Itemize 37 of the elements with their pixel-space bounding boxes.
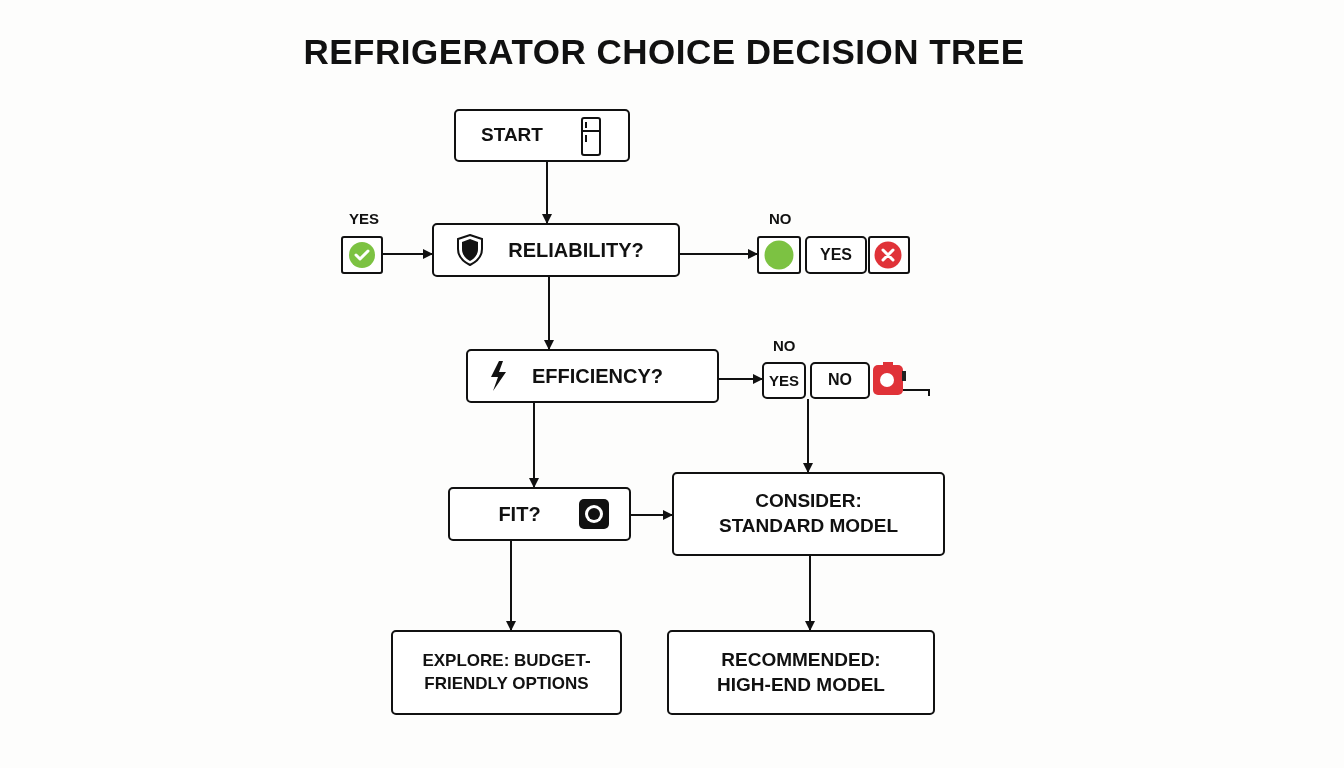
arrow — [679, 249, 758, 259]
branch-label: NO — [773, 337, 796, 354]
arrow — [542, 161, 552, 224]
node-text: CONSIDER: STANDARD MODEL — [717, 489, 900, 538]
node-text: YES — [769, 370, 799, 391]
arrow — [718, 374, 763, 384]
decision-box — [448, 487, 631, 541]
arrow — [630, 510, 673, 520]
branch-label: NO — [769, 210, 792, 227]
node-text: RELIABILITY? — [508, 238, 644, 263]
node-text: FIT? — [498, 502, 541, 527]
outcome-box — [391, 630, 622, 715]
outcome-box — [667, 630, 935, 715]
node-text: START — [481, 123, 543, 148]
arrow — [506, 540, 516, 631]
check-box — [341, 236, 383, 274]
node-text: RECOMMENDED: HIGH-END MODEL — [716, 647, 886, 697]
start-box — [454, 109, 630, 162]
arrow — [803, 398, 813, 473]
arrow — [529, 402, 539, 488]
cancel-box — [868, 236, 910, 274]
answer-box — [762, 362, 806, 399]
answer-box — [810, 362, 870, 399]
diagram-title: REFRIGERATOR CHOICE DECISION TREE — [302, 32, 1026, 72]
branch-label: YES — [349, 210, 379, 227]
outcome-box — [672, 472, 945, 556]
arrow — [382, 249, 433, 259]
node-text: NO — [828, 370, 852, 391]
decision-box — [466, 349, 719, 403]
status-box — [757, 236, 801, 274]
node-text: YES — [820, 244, 852, 265]
node-text: EXPLORE: BUDGET-FRIENDLY OPTIONS — [421, 650, 592, 695]
node-text: EFFICIENCY? — [531, 364, 664, 389]
arrow — [805, 555, 815, 631]
arrow — [544, 276, 554, 350]
decision-box — [432, 223, 680, 277]
answer-box — [805, 236, 867, 274]
